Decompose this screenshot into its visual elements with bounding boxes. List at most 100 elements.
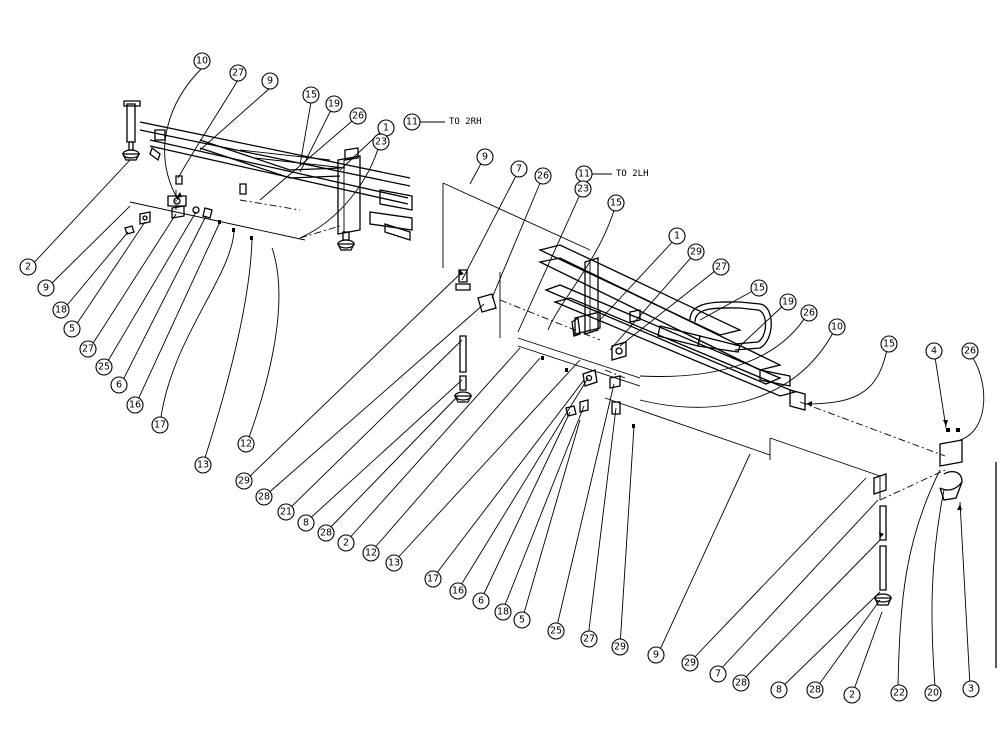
svg-text:10: 10 [196, 56, 208, 67]
callout: 16 [126, 396, 144, 414]
callout: 27 [712, 258, 730, 276]
callout: 6 [110, 376, 128, 394]
center-loose-parts [541, 356, 635, 428]
callout: 19 [325, 95, 343, 113]
svg-text:2: 2 [343, 538, 349, 549]
callout: 16 [449, 582, 467, 600]
svg-text:28: 28 [735, 678, 747, 689]
right-leg-assembly [873, 428, 963, 606]
callout: 8 [770, 681, 788, 699]
center-frame-assembly [537, 244, 806, 411]
svg-text:21: 21 [280, 507, 292, 518]
left-loose-parts [124, 205, 253, 240]
callout: 9 [647, 646, 665, 664]
callout: 15 [607, 194, 625, 212]
svg-text:20: 20 [927, 688, 939, 699]
svg-text:1: 1 [674, 231, 680, 242]
svg-text:25: 25 [550, 626, 562, 637]
svg-text:11: 11 [406, 117, 418, 128]
svg-text:5: 5 [69, 324, 75, 335]
callout: 22 [890, 684, 908, 702]
callout: 23 [372, 133, 390, 151]
callout-bubbles: 10 27 9 15 19 26 1 23 11 2 9 18 5 27 25 … [19, 52, 980, 704]
callout: 6 [472, 592, 490, 610]
callout: 21 [277, 503, 295, 521]
svg-text:18: 18 [497, 607, 509, 618]
callout: 26 [800, 304, 818, 322]
callout: 15 [302, 86, 320, 104]
callout: 2 [19, 258, 37, 276]
callout: 13 [385, 554, 403, 572]
callout: 9 [37, 279, 55, 297]
callout: 25 [547, 622, 565, 640]
svg-text:9: 9 [43, 283, 49, 294]
svg-text:3: 3 [968, 684, 974, 695]
note-to-2lh-text: TO 2LH [616, 169, 649, 179]
svg-text:12: 12 [240, 439, 252, 450]
svg-text:25: 25 [98, 362, 110, 373]
callout: 29 [235, 472, 253, 490]
callout: 10 [193, 52, 211, 70]
callout: 17 [424, 570, 442, 588]
svg-text:16: 16 [129, 400, 141, 411]
note-to-2lh: TO 2LH [616, 169, 649, 179]
svg-text:2: 2 [25, 262, 31, 273]
svg-text:29: 29 [614, 642, 626, 653]
svg-text:26: 26 [964, 346, 976, 357]
svg-text:9: 9 [482, 152, 488, 163]
svg-text:6: 6 [116, 380, 122, 391]
callout: 28 [806, 681, 824, 699]
svg-text:19: 19 [328, 99, 340, 110]
callout: 27 [580, 630, 598, 648]
callout: 15 [750, 279, 768, 297]
center-left-leg [453, 269, 497, 403]
callout: 27 [79, 340, 97, 358]
left-frame-assembly [121, 100, 413, 251]
svg-text:27: 27 [82, 344, 94, 355]
callout: 5 [63, 320, 81, 338]
svg-text:28: 28 [258, 492, 270, 503]
svg-text:26: 26 [803, 308, 815, 319]
callout: 10 [828, 318, 846, 336]
svg-text:16: 16 [452, 586, 464, 597]
svg-text:5: 5 [519, 615, 525, 626]
callout: 7 [510, 160, 528, 178]
callout: 11 [575, 165, 593, 183]
callout: 2 [843, 686, 861, 704]
callout: 9 [476, 148, 494, 166]
center-shield-panel [442, 182, 881, 500]
callout: 11 [403, 113, 421, 131]
svg-text:6: 6 [478, 596, 484, 607]
svg-text:23: 23 [577, 184, 589, 195]
svg-text:29: 29 [238, 476, 250, 487]
callout: 13 [194, 456, 212, 474]
callout: 19 [779, 293, 797, 311]
callout: 26 [961, 342, 979, 360]
svg-text:13: 13 [197, 460, 209, 471]
callout: 3 [962, 680, 980, 698]
callout: 4 [925, 342, 943, 360]
callout: 26 [349, 107, 367, 125]
svg-text:4: 4 [931, 346, 937, 357]
callout: 2 [337, 534, 355, 552]
callout: 12 [237, 435, 255, 453]
svg-text:7: 7 [715, 669, 721, 680]
svg-text:23: 23 [375, 137, 387, 148]
callout: 8 [297, 514, 315, 532]
callout: 5 [513, 611, 531, 629]
callout: 27 [229, 64, 247, 82]
leader-arrowheads [176, 192, 962, 538]
callout: 18 [52, 301, 70, 319]
svg-text:18: 18 [55, 305, 67, 316]
svg-text:9: 9 [653, 650, 659, 661]
note-to-2rh: TO 2RH [449, 117, 482, 127]
left-guide-lines [129, 190, 341, 241]
note-to-2rh-text: TO 2RH [449, 117, 482, 127]
callout-leaders [29, 67, 985, 696]
svg-text:15: 15 [753, 283, 765, 294]
callout: 29 [687, 243, 705, 261]
callout: 15 [880, 335, 898, 353]
svg-text:22: 22 [893, 688, 905, 699]
svg-text:10: 10 [831, 322, 843, 333]
